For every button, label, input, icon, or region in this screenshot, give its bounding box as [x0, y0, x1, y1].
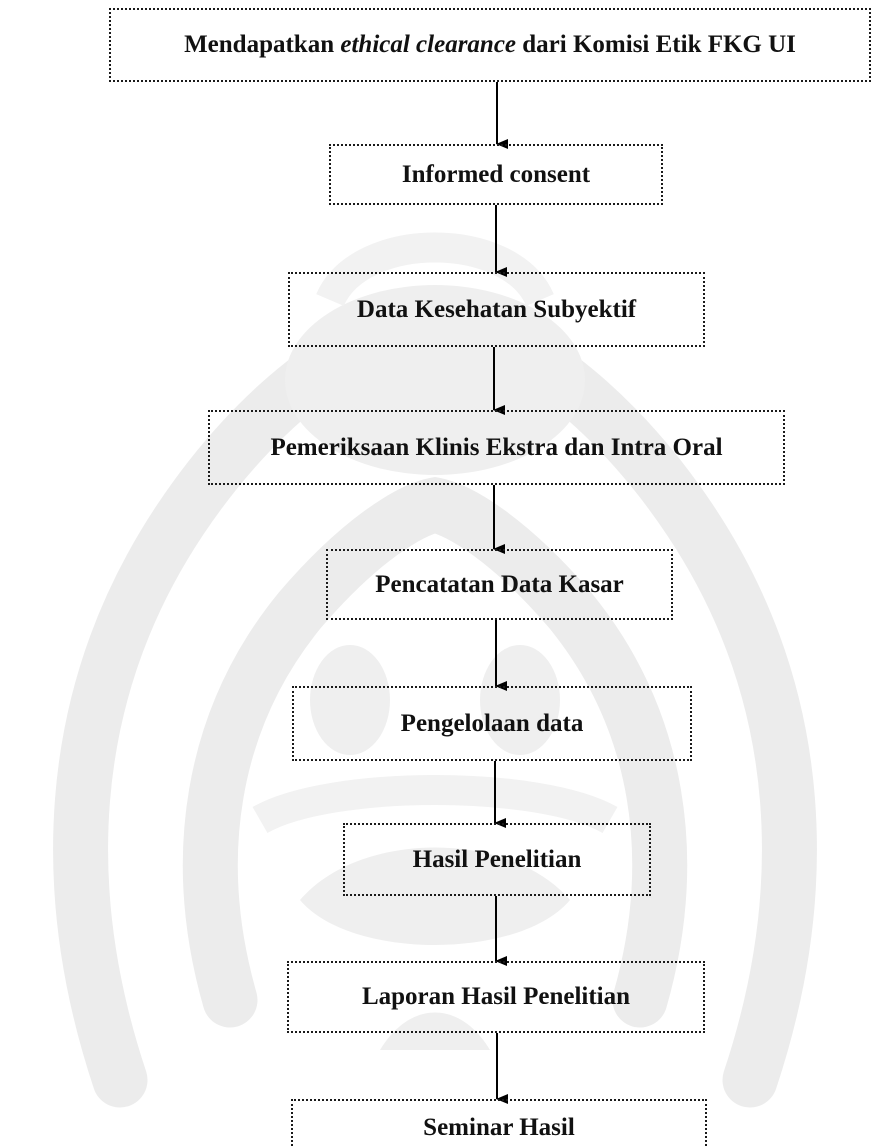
step-data-kesehatan-label: Data Kesehatan Subyektif [356, 295, 637, 323]
step-ethical-clearance-text-italic: ethical clearance [340, 31, 517, 58]
step-ethical-clearance: Mendapatkan ethical clearance dari Komis… [109, 8, 871, 82]
step-pengelolaan-data: Pengelolaan data [292, 686, 692, 761]
step-hasil-penelitian: Hasil Penelitian [343, 823, 651, 896]
step-pengelolaan-data-label: Pengelolaan data [400, 709, 584, 737]
step-pemeriksaan-klinis: Pemeriksaan Klinis Ekstra dan Intra Oral [208, 410, 785, 485]
step-informed-consent-label: Informed consent [401, 160, 591, 188]
step-laporan-hasil-label: Laporan Hasil Penelitian [361, 983, 631, 1010]
step-seminar-hasil-label: Seminar Hasil [423, 1114, 575, 1141]
step-data-kesehatan: Data Kesehatan Subyektif [288, 272, 705, 347]
step-pencatatan-data: Pencatatan Data Kasar [326, 549, 673, 620]
step-ethical-clearance-text-2: dari Komisi Etik FKG UI [516, 31, 796, 58]
step-pemeriksaan-klinis-label: Pemeriksaan Klinis Ekstra dan Intra Oral [270, 433, 723, 461]
step-hasil-penelitian-label: Hasil Penelitian [412, 845, 582, 873]
step-informed-consent: Informed consent [329, 144, 663, 205]
step-ethical-clearance-text-1: Mendapatkan [184, 31, 341, 58]
step-pencatatan-data-label: Pencatatan Data Kasar [375, 570, 624, 598]
step-laporan-hasil: Laporan Hasil Penelitian [287, 961, 705, 1033]
step-seminar-hasil: Seminar Hasil [291, 1099, 707, 1146]
